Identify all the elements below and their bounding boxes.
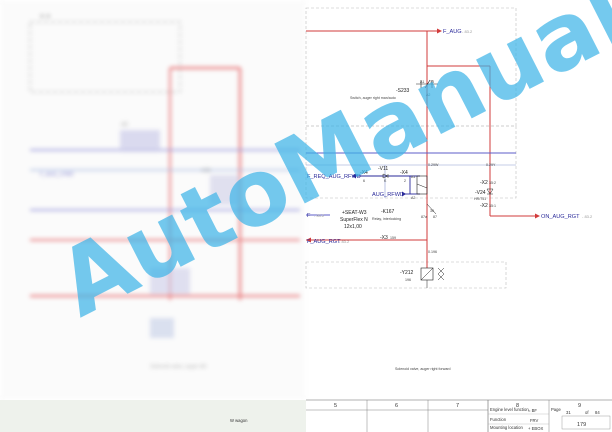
connector-x2-top: -X2 35:2 [480, 180, 496, 186]
svg-text:A1: A1 [411, 175, 415, 179]
cable-seat-w3: +SEAT-W3 SuperFlex N 12x1,00 [340, 210, 368, 230]
blurred-label-1: F_AUG_LFWD [40, 172, 74, 178]
signal-f-aug-rgt-ref: - 83.2 [339, 239, 350, 244]
svg-text:A2: A2 [426, 93, 430, 97]
svg-text:13: 13 [430, 80, 434, 84]
column-6: 6 [395, 403, 398, 409]
mounting-value: + EBOX [528, 426, 543, 431]
function-value: FRV [530, 418, 539, 423]
engine-value: = BF [528, 408, 537, 413]
signal-f-aug-rgt: F_AUG_RGT [307, 239, 341, 245]
bottom-left-label: W wagon [230, 418, 248, 423]
control-wires [306, 152, 516, 216]
page-label: Page [551, 407, 561, 412]
blurred-left-area: ● ● Solenoid valve, auger left F_AUG_LFW… [0, 0, 306, 400]
svg-text:159: 159 [390, 236, 396, 240]
frame-valve-area [305, 261, 507, 289]
svg-text:-X3: -X3 [380, 235, 388, 241]
connector-x3: -X3 159 [380, 235, 396, 241]
signal-on-aug-rgt: ON_AUG_RGT [541, 214, 580, 220]
signal-aug-rfwd: AUG_RFWD [372, 192, 404, 198]
title-block: 5 6 7 8 9 Engine level function Function… [0, 399, 612, 432]
arrow-f-aug [437, 28, 442, 34]
column-8: 8 [516, 403, 519, 409]
of-label: of [585, 410, 589, 415]
svg-text:12x1,00: 12x1,00 [344, 224, 362, 230]
svg-text:-Y212: -Y212 [400, 270, 414, 276]
wire-num-3: 0.196 [428, 250, 437, 254]
signal-f-aug: F_AUG [443, 29, 462, 35]
wire-num-1: 0.29W [428, 163, 439, 167]
arrow-aug-rfwd [402, 191, 406, 197]
connector-x4-left: -X4 6 [360, 170, 368, 183]
blurred-label-3: -V23 [200, 168, 211, 174]
signal-f-left: F [307, 213, 311, 219]
svg-text:SuperFlex N: SuperFlex N [340, 217, 368, 223]
diode-v24: -V24 HR/751 [474, 188, 494, 201]
connector-x4-right: -X4 2 [400, 170, 408, 183]
s233-desc: Switch, auger right man/auto [350, 96, 396, 100]
signal-f-req-aug-rfwd: F_REQ_AUG_RFWD [307, 174, 361, 180]
svg-text:A2: A2 [411, 196, 415, 200]
watermark-text: AutoManual [41, 0, 612, 338]
svg-text:196: 196 [405, 278, 411, 282]
svg-text:A1: A1 [420, 80, 424, 84]
arrow-f-req [352, 173, 356, 179]
sheet-number: 179 [577, 422, 586, 428]
total-pages: 84 [595, 410, 600, 415]
switch-s233: -S233 Switch, auger right man/auto A1 A2… [350, 79, 438, 100]
svg-text:-X4: -X4 [400, 170, 408, 176]
diode-v11: -V11 K [378, 166, 389, 183]
mounting-label: Mounting location [490, 425, 523, 430]
svg-text:6: 6 [363, 179, 365, 183]
function-label: Function [490, 417, 507, 422]
svg-text:● ●: ● ● [40, 13, 50, 20]
svg-text:87a: 87a [421, 215, 427, 219]
svg-text:30: 30 [430, 209, 434, 213]
svg-text:Relay, interlocking: Relay, interlocking [372, 217, 401, 221]
signal-f-aug-ref: - 83.2 [462, 29, 473, 34]
svg-text:HR/751: HR/751 [474, 197, 486, 201]
column-7: 7 [456, 403, 459, 409]
svg-text:+SEAT-W3: +SEAT-W3 [342, 210, 367, 216]
svg-text:-X4: -X4 [360, 170, 368, 176]
signal-f-left-ref: - 83.2 [314, 213, 325, 218]
svg-text:-X2: -X2 [480, 180, 488, 186]
svg-text:2: 2 [404, 179, 406, 183]
y212-desc: Solenoid valve, auger right forward [395, 367, 451, 371]
relay-k167: -K167 Relay, interlocking A1 A2 87a 30 8… [372, 175, 437, 221]
svg-text:35:1: 35:1 [489, 204, 496, 208]
frame-relay-area [305, 125, 517, 199]
arrow-on-aug-rgt [535, 213, 540, 219]
connector-x2-bottom: -X2 35:1 [480, 203, 496, 209]
s233-id: -S233 [396, 88, 410, 94]
svg-text:-V11: -V11 [378, 166, 388, 172]
svg-text:-X2: -X2 [480, 203, 488, 209]
svg-text:-K167: -K167 [381, 209, 395, 215]
blurred-label-2: -X2 [120, 122, 128, 128]
signal-on-aug-rgt-ref: - 83.2 [582, 214, 593, 219]
page-value: 31 [566, 410, 571, 415]
svg-text:87: 87 [433, 215, 437, 219]
engine-label: Engine level function [490, 407, 529, 412]
blurred-title: Solenoid valve, auger left [150, 364, 207, 370]
svg-text:35:2: 35:2 [489, 181, 496, 185]
svg-text:-V24: -V24 [475, 190, 486, 196]
svg-text:K: K [384, 179, 387, 183]
column-9: 9 [578, 403, 581, 409]
solenoid-y212: -Y212 196 Solenoid valve, auger right fo… [395, 267, 451, 371]
column-5: 5 [334, 403, 337, 409]
wire-num-2: 0.29Y [486, 163, 496, 167]
arrow-f-aug-rgt [306, 237, 311, 243]
